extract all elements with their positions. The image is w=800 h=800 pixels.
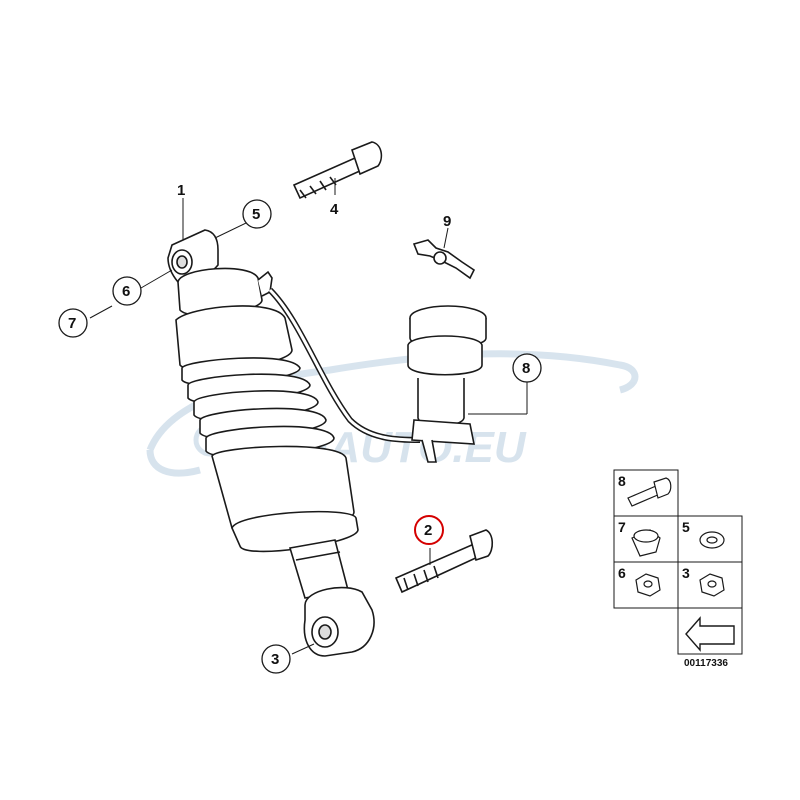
callout-3: 3 [261, 644, 291, 674]
callout-9-label: 9 [443, 213, 451, 230]
front-direction-arrow-icon [685, 616, 735, 652]
callout-8: 8 [512, 353, 542, 383]
legend-cell-cap-nut: 7 [618, 519, 661, 557]
callout-5-label: 5 [252, 206, 260, 223]
reference-number: 00117336 [684, 658, 728, 669]
cap-nut-icon [631, 529, 661, 557]
hex-nut-icon [699, 573, 725, 597]
shock-absorber [167, 229, 421, 657]
legend-cell-2-label: 7 [618, 519, 626, 535]
washer-icon [699, 531, 725, 549]
reservoir [407, 305, 487, 463]
legend-cell-washer: 5 [682, 519, 725, 549]
callout-4-label: 4 [330, 201, 339, 218]
callout-5: 5 [242, 199, 272, 229]
bolt-upper [292, 141, 383, 200]
legend-cell-3-label: 5 [682, 519, 690, 535]
callout-7-label: 7 [68, 315, 76, 332]
legend-cell-5-label: 3 [682, 565, 690, 581]
callout-7: 7 [58, 308, 88, 338]
callout-2-label: 2 [424, 522, 432, 539]
legend-cell-hex-nut-3: 3 [682, 565, 725, 597]
callout-4: 4 [330, 201, 339, 218]
legend-cell-bolt: 8 [618, 473, 672, 507]
callout-3-label: 3 [271, 651, 279, 668]
bolt-icon [627, 477, 672, 507]
callout-1-label: 1 [177, 182, 185, 199]
callout-2: 2 [414, 515, 444, 545]
clip [412, 239, 476, 280]
legend-cell-1-label: 8 [618, 473, 626, 489]
callout-9: 9 [443, 213, 451, 230]
bolt-lower [394, 529, 494, 594]
callout-8-label: 8 [522, 360, 530, 377]
hex-nut-icon [635, 573, 661, 597]
callout-1: 1 [177, 182, 185, 199]
legend-cell-4-label: 6 [618, 565, 626, 581]
legend-cell-hex-nut-6: 6 [618, 565, 661, 597]
callout-6: 6 [112, 276, 142, 306]
callout-6-label: 6 [122, 283, 130, 300]
